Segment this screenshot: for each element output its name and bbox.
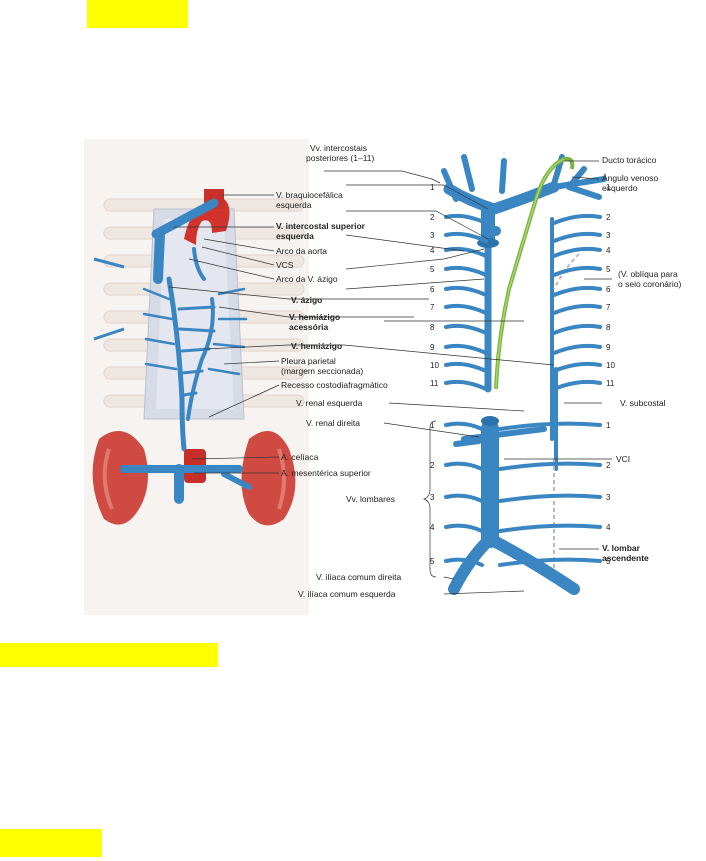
rib-number-left: 5 [430, 265, 435, 274]
intercostal-vein-right [554, 306, 600, 313]
intercostal-vein-right [554, 234, 600, 241]
label-oblique-vein: (V. oblíqua para [618, 269, 678, 279]
intercostal-vein-right [554, 268, 600, 275]
rib-number-left: 2 [430, 213, 435, 222]
intercostal-vein-right [554, 346, 600, 353]
label-thoracic-duct: Ducto torácico [602, 155, 657, 165]
lumbar-vein-right [500, 526, 600, 531]
intercostal-vein-right [554, 364, 600, 371]
rib-number-left: 4 [430, 246, 435, 255]
rib-number-left: 11 [430, 379, 439, 388]
label-parietal-pleura: Pleura parietal [281, 356, 336, 366]
yellow-highlight-bottom [0, 829, 102, 857]
lumbar-vein-right [500, 560, 600, 565]
intercostal-vein-left [446, 288, 486, 295]
lumbar-vein-left [446, 496, 482, 501]
lumbar-vein-left [446, 526, 482, 531]
label-subcostal: V. subcostal [620, 398, 666, 408]
lumbar-number-left: 3 [430, 493, 435, 502]
label-svc: VCS [276, 260, 294, 270]
intercostal-vein-right [554, 382, 600, 389]
intercostal-vein-left [446, 306, 486, 313]
intercostal-veins [446, 216, 600, 565]
lumbar-number-left: 2 [430, 461, 435, 470]
label-aortic-arch: Arco da aorta [276, 246, 327, 256]
rib-number-right: 5 [606, 265, 611, 274]
label-ascending-lumbar-2: ascendente [602, 553, 649, 563]
label-accessory-hemiazygos-2: acessória [289, 322, 328, 332]
label-right-renal: V. renal direita [306, 418, 360, 428]
label-left-common-iliac: V. ilíaca comum esquerda [298, 589, 396, 599]
intercostal-vein-left [446, 364, 486, 371]
rib-number-right: 7 [606, 303, 611, 312]
rib-number-right: 9 [606, 343, 611, 352]
rib-number-right: 4 [606, 246, 611, 255]
label-venous-angle-2: esquerdo [602, 183, 638, 193]
rib-number-right: 2 [606, 213, 611, 222]
intercostal-vein-right [554, 288, 600, 295]
lumbar-vein-right [500, 496, 600, 501]
label-oblique-vein-2: o seio coronário) [618, 279, 681, 289]
label-venous-angle: Ângulo venoso [602, 173, 659, 183]
rib-number-left: 7 [430, 303, 435, 312]
label-left-renal: V. renal esquerda [296, 398, 363, 408]
label-azygos-arch: Arco da V. ázigo [276, 274, 338, 284]
label-superior-intercostal: V. intercostal superior [276, 221, 366, 231]
label-posterior-intercostals: Vv. intercostais [310, 143, 367, 153]
rib-number-left: 6 [430, 285, 435, 294]
label-costodiaphragmatic-recess: Recesso costodiafragmático [281, 380, 388, 390]
lumbar-number-right: 3 [606, 493, 611, 502]
label-parietal-pleura-2: (margem seccionada) [281, 366, 363, 376]
lumbar-number-right: 4 [606, 523, 611, 532]
rib-number-left: 3 [430, 231, 435, 240]
rib-number-right: 3 [606, 231, 611, 240]
label-sma: A. mesentérica superior [281, 468, 371, 478]
label-azygos: V. ázigo [291, 295, 322, 305]
lumbar-vein-left [446, 424, 482, 429]
rib-number-left: 8 [430, 323, 435, 332]
rib-number-right: 10 [606, 361, 615, 370]
lumbar-vein-right [500, 464, 600, 469]
lumbar-vein-left [446, 464, 482, 469]
intercostal-vein-right [554, 326, 600, 333]
label-superior-intercostal-2: esquerda [276, 231, 314, 241]
lumbar-number-right: 2 [606, 461, 611, 470]
rib-number-right: 11 [606, 379, 615, 388]
rib-number-right: 6 [606, 285, 611, 294]
label-brachiocephalic-2: esquerda [276, 200, 312, 210]
yellow-highlight-middle [0, 643, 218, 667]
intercostal-vein-right [554, 216, 600, 223]
lumbar-number-right: 1 [606, 421, 611, 430]
yellow-highlight-top [87, 0, 188, 28]
rib-number-left: 9 [430, 343, 435, 352]
rib-number-left: 1 [430, 183, 435, 192]
label-accessory-hemiazygos: V. hemiázigo [289, 312, 340, 322]
lumbar-number-left: 5 [430, 557, 435, 566]
left-anatomical-illustration [84, 139, 309, 615]
label-posterior-intercostals-2: posteriores (1–11) [306, 153, 375, 163]
intercostal-vein-left [446, 326, 486, 333]
label-brachiocephalic: V. braquiocefálica [276, 190, 343, 200]
label-lumbar-veins: Vv. lombares [346, 494, 395, 504]
lumbar-number-left: 4 [430, 523, 435, 532]
rib-number-left: 10 [430, 361, 439, 370]
label-right-common-iliac: V. ilíaca comum direita [316, 572, 401, 582]
label-ascending-lumbar: V. lombar [602, 543, 641, 553]
label-ivc: VCI [616, 454, 630, 464]
label-celiac-artery: A. celíaca [281, 452, 319, 462]
intercostal-vein-left [446, 346, 486, 353]
rib-number-right: 8 [606, 323, 611, 332]
intercostal-vein-left [446, 268, 486, 275]
intercostal-vein-left [446, 382, 486, 389]
label-hemiazygos: V. hemiázigo [291, 341, 342, 351]
